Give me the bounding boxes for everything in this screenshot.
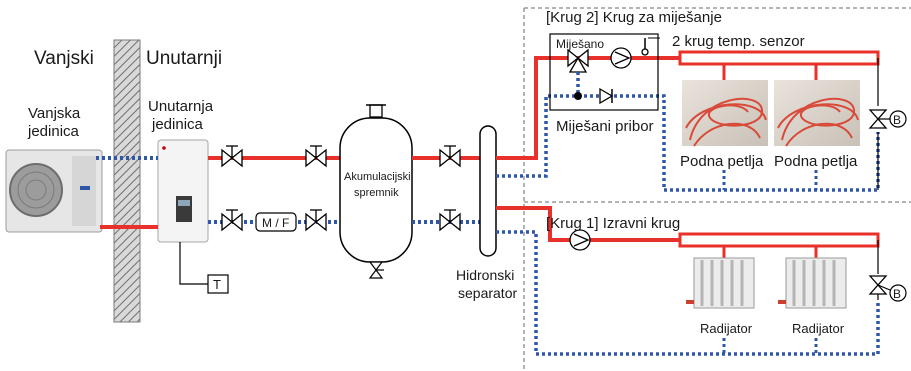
radiator-1-label: Radijator: [700, 321, 753, 336]
indoor-unit-display: [176, 196, 192, 222]
floor-loop-2: [774, 80, 860, 146]
floor-loop-1: [682, 80, 768, 146]
indoor-unit: [158, 140, 208, 242]
temperature-sensor-icon: [642, 38, 660, 55]
separator-label-line2: separator: [458, 285, 517, 301]
label-outside: Vanjski: [34, 48, 94, 69]
radiator-1: [686, 258, 754, 308]
tank-label-line1: Akumulacijski: [344, 171, 411, 183]
separator-label-line1: Hidronski: [456, 267, 514, 283]
mf-filter-label: M / F: [262, 216, 289, 230]
circuit2-title: [Krug 2] Krug za miješanje: [546, 9, 722, 26]
check-valve: [600, 89, 612, 103]
label-indoor-unit-line2: jedinica: [151, 116, 204, 133]
sensor-label: 2 krug temp. senzor: [672, 33, 805, 50]
thermostat-label: T: [213, 277, 221, 292]
circuit2-manifold: [680, 52, 878, 64]
circuit1-title: [Krug 1] Izravni krug: [546, 215, 680, 232]
tank-label-line2: spremnik: [354, 187, 399, 199]
mixed-label: Miješano: [556, 37, 604, 51]
label-inside: Unutarnji: [146, 48, 222, 69]
circuit2-bypass-symbol: B: [893, 113, 901, 127]
valve-supply-1: [222, 146, 242, 166]
valve-tank-return: [440, 210, 460, 230]
valve-return-2: [306, 210, 326, 230]
outdoor-unit: [6, 150, 102, 232]
mixing-tee-junction: [574, 92, 582, 100]
circuit1-pump: [570, 230, 590, 250]
valve-supply-2: [306, 146, 326, 166]
valve-return-1: [222, 210, 242, 230]
valve-tank-supply: [440, 146, 460, 166]
circuit2-pump: [611, 48, 631, 68]
tank-drain-valve: [370, 262, 384, 278]
radiator-2: [778, 258, 846, 308]
label-outdoor-unit-line1: Vanjska: [28, 105, 81, 122]
floor-loop-1-label: Podna petlja: [680, 153, 764, 170]
mixing-kit-label: Miješani pribor: [556, 118, 654, 135]
building-wall: [114, 40, 140, 322]
hydronic-separator: [480, 126, 496, 256]
label-outdoor-unit-line2: jedinica: [27, 123, 80, 140]
label-indoor-unit-line1: Unutarnja: [148, 98, 214, 115]
mixing-valve: [568, 50, 588, 72]
circuit1-manifold: [680, 234, 878, 246]
radiator-2-label: Radijator: [792, 321, 845, 336]
circuit1-bypass-symbol: B: [893, 287, 901, 301]
floor-loop-2-label: Podna petlja: [774, 153, 858, 170]
